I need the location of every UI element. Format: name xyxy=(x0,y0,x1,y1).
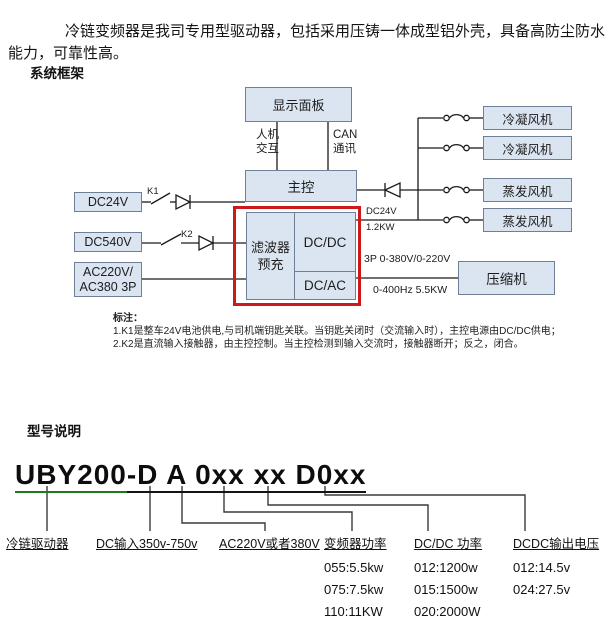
legend-value: 024:27.5v xyxy=(513,582,571,597)
dc-dc-label: DC/DC xyxy=(303,234,347,250)
note-item-2: 2.K2是直流输入接触器，由主控控制。当主控检测到输入交流时，接触器断开；反之，… xyxy=(113,339,524,350)
dc24v-power-label: 1.2KW xyxy=(366,222,395,233)
filter-label-line1: 滤波器 xyxy=(250,240,290,255)
compressor-spec-top-label: 3P 0-380V/0-220V xyxy=(364,253,451,265)
evaporator-fan-box-1: 蒸发风机 xyxy=(483,178,572,202)
evaporator-fan-box-2: 蒸发风机 xyxy=(483,208,572,232)
filter-label-line2: 预充 xyxy=(257,257,284,272)
k2-switch-icon xyxy=(160,233,182,246)
legend-label-dcdc-voltage: DCDC输出电压 xyxy=(513,537,600,551)
dc540v-input-box: DC540V xyxy=(74,232,142,252)
condenser-fan-box-1: 冷凝风机 xyxy=(483,106,572,130)
section-heading-system: 系统框架 xyxy=(30,66,84,81)
legend-label-dcdc-power: DC/DC 功率 xyxy=(414,537,483,551)
legend-col-inverter-power: 变频器功率 055:5.5kw 075:7.5kw 110:11KW xyxy=(324,533,387,618)
legend-value: 020:2000W xyxy=(414,604,481,619)
hmi-label-line2: 交互 xyxy=(256,143,279,155)
dc24v-input-label: DC24V xyxy=(87,195,129,209)
bus-diode-icon xyxy=(383,181,401,199)
fuse-icon xyxy=(443,215,470,224)
fuse-icon xyxy=(443,143,470,152)
main-controller-box: 主控 xyxy=(245,170,357,202)
ac-input-label-line1: AC220V/ xyxy=(82,264,134,279)
ac-input-label-line2: AC380 3P xyxy=(79,279,137,294)
legend-value: 015:1500w xyxy=(414,582,478,597)
legend-value: 012:1200w xyxy=(414,560,478,575)
notes-title: 标注： xyxy=(113,313,143,324)
k2-diode-icon xyxy=(198,234,215,252)
legend-col-ac-input: AC220V或者380V xyxy=(219,533,320,552)
condenser-fan-box-2: 冷凝风机 xyxy=(483,136,572,160)
model-code: UBY200-D A 0xx xx D0xx xyxy=(15,459,367,493)
legend-value: 075:7.5kw xyxy=(324,582,384,597)
fuse-icon xyxy=(443,185,470,194)
display-panel-box: 显示面板 xyxy=(245,87,352,122)
can-wire-label: CAN 通讯 xyxy=(333,128,357,156)
evaporator-fan-label-2: 蒸发风机 xyxy=(502,214,553,229)
diagram-notes: 标注： 1.K1是整车24V电池供电,与司机端钥匙关联。当钥匙关闭时（交流输入时… xyxy=(113,312,593,351)
legend-col-dcdc-voltage: DCDC输出电压 012:14.5v 024:27.5v xyxy=(513,533,599,596)
main-controller-label: 主控 xyxy=(287,180,315,195)
section-heading-model: 型号说明 xyxy=(27,424,81,439)
hmi-wire-label: 人机 交互 xyxy=(256,128,279,156)
legend-col-driver: 冷链驱动器 xyxy=(6,533,69,552)
condenser-fan-label-1: 冷凝风机 xyxy=(502,112,553,127)
model-code-rest: -D A 0xx xx D0xx xyxy=(126,459,367,493)
legend-label-inverter-power: 变频器功率 xyxy=(324,537,387,551)
legend-label-dc-input: DC输入350v-750v xyxy=(96,537,198,551)
dc24v-rail-label: DC24V xyxy=(366,206,397,217)
compressor-spec-bottom-label: 0-400Hz 5.5KW xyxy=(373,284,448,296)
k1-label: K1 xyxy=(147,186,159,197)
dc-ac-label: DC/AC xyxy=(303,278,346,293)
legend-col-dcdc-power: DC/DC 功率 012:1200w 015:1500w 020:2000W xyxy=(414,533,482,618)
legend-value: 110:11KW xyxy=(324,604,383,619)
legend-col-dc-input: DC输入350v-750v xyxy=(96,533,197,552)
condenser-fan-label-2: 冷凝风机 xyxy=(502,142,553,157)
can-label-line1: CAN xyxy=(333,129,358,141)
model-code-prefix: UBY200 xyxy=(15,459,127,493)
k2-label: K2 xyxy=(181,229,193,240)
display-panel-label: 显示面板 xyxy=(272,98,325,113)
note-item-1: 1.K1是整车24V电池供电,与司机端钥匙关联。当钥匙关闭时（交流输入时），主控… xyxy=(113,326,561,337)
dc-ac-box: DC/AC xyxy=(294,271,356,300)
legend-label-ac-input: AC220V或者380V xyxy=(219,537,320,551)
legend-label-driver: 冷链驱动器 xyxy=(6,537,69,551)
dc540v-input-label: DC540V xyxy=(84,235,132,249)
fuse-icon xyxy=(443,113,470,122)
legend-value: 012:14.5v xyxy=(513,560,571,575)
highlight-rectangle xyxy=(233,206,361,306)
compressor-box: 压缩机 xyxy=(458,261,555,295)
compressor-label: 压缩机 xyxy=(486,272,527,287)
intro-text: 冷链变频器是我司专用型驱动器，包括采用压铸一体成型铝外壳，具备高防尘防水能力，可… xyxy=(8,23,606,62)
k1-diode-icon xyxy=(175,193,192,211)
filter-precharge-box: 滤波器 预充 xyxy=(246,212,295,300)
can-label-line2: 通讯 xyxy=(333,143,356,155)
ac-input-box: AC220V/ AC380 3P xyxy=(74,262,142,297)
legend-value: 055:5.5kw xyxy=(324,560,384,575)
dc24v-input-box: DC24V xyxy=(74,192,142,212)
hmi-label-line1: 人机 xyxy=(256,129,279,141)
evaporator-fan-label-1: 蒸发风机 xyxy=(502,184,553,199)
dc-dc-box: DC/DC xyxy=(294,212,356,272)
